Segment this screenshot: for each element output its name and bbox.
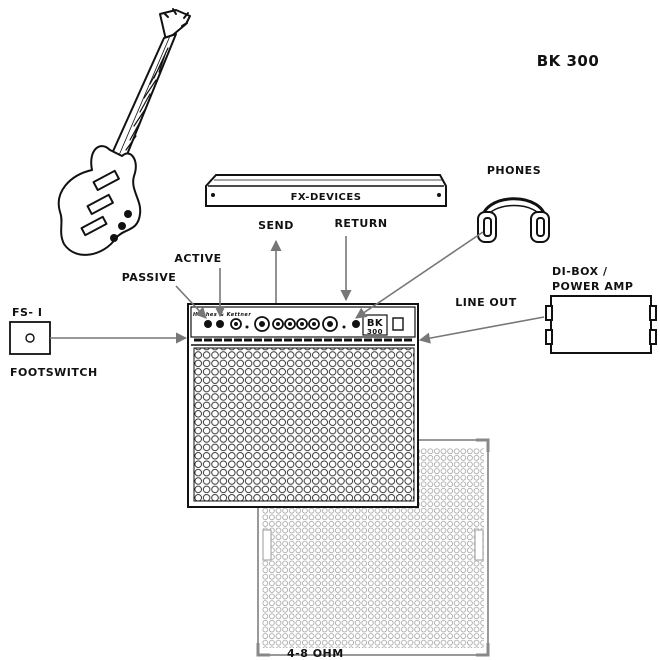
arrow-line-out <box>418 316 545 344</box>
headphones-icon <box>477 197 550 243</box>
phones-jack <box>352 320 360 328</box>
power-switch <box>392 317 404 331</box>
arrow-phones <box>355 231 484 319</box>
fs1-label: FS- I <box>12 306 42 319</box>
input-jack-passive <box>204 320 212 328</box>
footswitch-label: FOOTSWITCH <box>10 366 98 379</box>
return-label: RETURN <box>334 217 387 230</box>
arrow-passive <box>175 285 207 319</box>
bass-guitar-icon <box>57 8 191 256</box>
diagram-title: BK 300 <box>537 52 600 70</box>
fx-devices-label: FX-DEVICES <box>291 192 362 203</box>
di-box-device <box>545 295 657 354</box>
impedance-label: 4-8 OHM <box>287 647 344 660</box>
phones-label: PHONES <box>487 164 541 177</box>
amp-model-top: BK <box>367 318 384 329</box>
passive-label: PASSIVE <box>122 271 177 284</box>
input-jack-active <box>216 320 224 328</box>
fx-devices-rack: FX-DEVICES <box>205 174 447 207</box>
di-box-label-line2: POWER AMP <box>552 280 633 293</box>
active-label: ACTIVE <box>174 252 221 265</box>
amp-model-bottom: 300 <box>367 328 383 336</box>
footswitch-device <box>9 321 51 355</box>
signal-arrows <box>50 231 545 344</box>
di-box-label-line1: DI-BOX / <box>552 265 608 278</box>
bass-amplifier: Hughes & Kettner BK 300 <box>187 303 419 508</box>
send-label: SEND <box>258 219 294 232</box>
line-out-label: LINE OUT <box>455 296 516 309</box>
